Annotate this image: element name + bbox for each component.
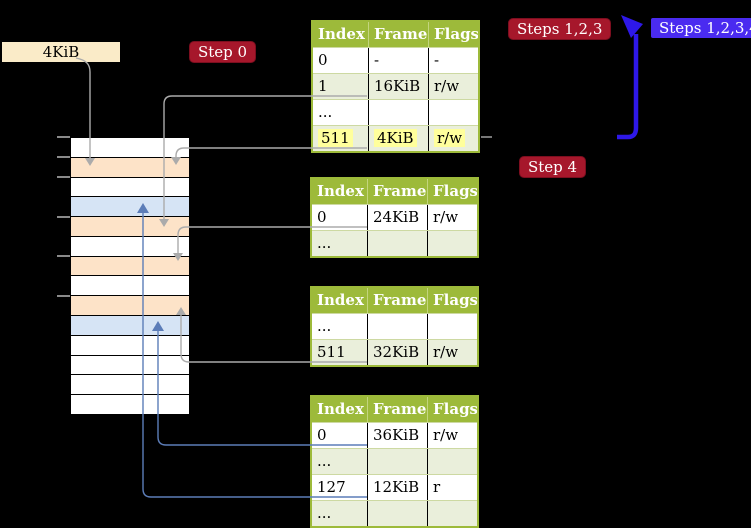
table-row: ... xyxy=(312,500,477,526)
table-row: ... xyxy=(312,448,477,474)
frame-value: 12KiB xyxy=(373,478,420,496)
index-value: ... xyxy=(317,504,332,522)
index-value: 511 xyxy=(317,343,346,361)
memory-frame-row xyxy=(71,315,189,335)
memory-frame-row xyxy=(71,138,189,157)
col-header-index: Index xyxy=(318,25,365,43)
page-table-3: Index Frame Flags ... 511 32KiB r/w xyxy=(310,286,479,367)
memory-frame-row xyxy=(71,354,189,375)
table-row: 0 24KiB r/w xyxy=(312,204,477,230)
memory-frame-row xyxy=(71,295,189,316)
memory-frame-row xyxy=(71,235,189,256)
col-header-frame: Frame xyxy=(367,288,427,313)
table-row: 1 16KiB r/w xyxy=(313,73,478,99)
address-tick xyxy=(57,156,70,158)
page-table-4: Index Frame Flags 0 36KiB r/w ... 127 12… xyxy=(310,395,479,528)
memory-frame-row xyxy=(71,156,189,177)
table-row: ... xyxy=(312,230,477,256)
table-header-row: Index Frame Flags xyxy=(312,179,477,204)
table-row: ... xyxy=(312,313,477,339)
col-header-frame: Frame xyxy=(368,22,428,47)
flags-value: r/w xyxy=(433,208,459,226)
memory-frame-row xyxy=(71,334,189,355)
frame-value: 32KiB xyxy=(373,343,420,361)
address-tick xyxy=(57,295,70,297)
index-value: 511 xyxy=(318,129,353,147)
col-header-frame: Frame xyxy=(367,397,427,422)
address-tick xyxy=(57,255,70,257)
index-value: ... xyxy=(317,317,332,335)
physical-memory-strip xyxy=(70,137,190,415)
arrowhead-upleft-icon xyxy=(621,15,643,38)
col-header-index: Index xyxy=(317,291,364,309)
memory-frame-row xyxy=(71,196,189,217)
flags-value: r/w xyxy=(433,426,459,444)
frame-value: 36KiB xyxy=(373,426,420,444)
index-value: 0 xyxy=(318,51,328,69)
table-row: ... xyxy=(313,99,478,125)
frame-value: - xyxy=(374,51,380,69)
steps123-badge: Steps 1,2,3 xyxy=(508,18,612,40)
index-value: ... xyxy=(317,234,332,252)
index-value: 1 xyxy=(318,77,328,95)
address-tick xyxy=(57,136,70,138)
table-header-row: Index Frame Flags xyxy=(313,22,478,47)
col-header-flags: Flags xyxy=(427,288,477,313)
col-header-frame: Frame xyxy=(367,179,427,204)
col-header-index: Index xyxy=(317,400,364,418)
flags-value: r xyxy=(433,478,441,496)
memory-frame-row xyxy=(71,176,189,197)
big-arrow-steps123 xyxy=(617,34,639,140)
steps1234-badge: Steps 1,2,3,4 xyxy=(651,18,751,38)
frame-value: 24KiB xyxy=(373,208,420,226)
flags-value: - xyxy=(434,51,440,69)
table-header-row: Index Frame Flags xyxy=(312,288,477,313)
index-value: 127 xyxy=(317,478,346,496)
table-row: 127 12KiB r xyxy=(312,474,477,500)
col-header-flags: Flags xyxy=(427,397,477,422)
memory-frame-row xyxy=(71,275,189,296)
memory-frame-row xyxy=(71,216,189,236)
col-header-index: Index xyxy=(317,182,364,200)
table-row-highlighted: 511 4KiB r/w xyxy=(313,125,478,151)
flags-value: r/w xyxy=(434,129,466,147)
col-header-flags: Flags xyxy=(427,179,477,204)
table-row: 511 32KiB r/w xyxy=(312,339,477,365)
table-row: 0 36KiB r/w xyxy=(312,422,477,448)
flags-value: r/w xyxy=(434,77,460,95)
address-tick xyxy=(57,216,70,218)
frame-value: 16KiB xyxy=(374,77,421,95)
page-table-1: Index Frame Flags 0 - - 1 16KiB r/w ... … xyxy=(311,20,480,153)
step4-badge: Step 4 xyxy=(519,156,587,178)
memory-frame-row xyxy=(71,394,189,414)
index-value: ... xyxy=(318,103,333,121)
flags-value: r/w xyxy=(433,343,459,361)
frame-value: 4KiB xyxy=(374,129,417,147)
table-header-row: Index Frame Flags xyxy=(312,397,477,422)
index-value: 0 xyxy=(317,208,327,226)
page-table-2: Index Frame Flags 0 24KiB r/w ... xyxy=(310,177,479,258)
memory-frame-row xyxy=(71,255,189,276)
index-value: ... xyxy=(317,452,332,470)
col-header-flags: Flags xyxy=(428,22,478,47)
address-tick xyxy=(57,176,70,178)
memory-frame-row xyxy=(71,374,189,395)
step0-badge: Step 0 xyxy=(189,41,257,63)
frame-size-label: 4KiB xyxy=(2,42,120,62)
index-value: 0 xyxy=(317,426,327,444)
table-row: 0 - - xyxy=(313,47,478,73)
